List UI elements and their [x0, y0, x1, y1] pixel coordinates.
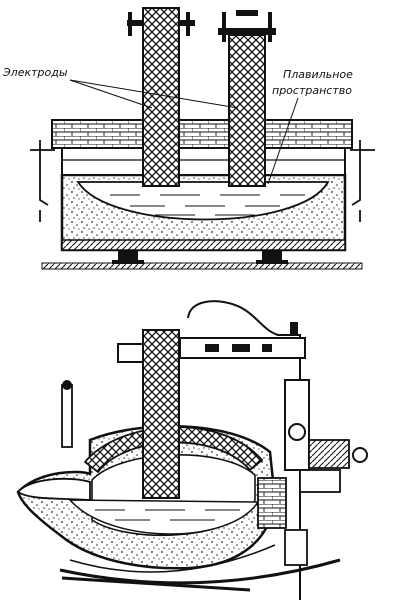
melt-bath	[68, 499, 260, 535]
electrode-right	[228, 34, 266, 187]
cradle-arc	[69, 544, 276, 573]
tilt-post	[284, 529, 308, 566]
handwheel	[352, 447, 368, 463]
mast-outline	[187, 300, 301, 600]
left-post-knob	[62, 380, 72, 390]
pouring-spout	[16, 477, 91, 501]
bottom-section	[16, 300, 368, 600]
leader-lines	[69, 79, 299, 185]
melt-lines	[110, 194, 305, 216]
side-clamps	[30, 140, 375, 222]
drive-unit	[299, 469, 341, 493]
bath-bottom-layer	[61, 239, 346, 251]
arm-clamp	[117, 343, 144, 363]
melt-pool	[76, 181, 330, 221]
rocker-rail	[59, 558, 341, 585]
base-rail	[61, 576, 251, 592]
door-frame	[257, 477, 287, 529]
top-section: Электроды Плавильное пространство	[2, 7, 375, 270]
support-feet	[112, 250, 288, 264]
label-melting-space-2: пространство	[272, 84, 352, 97]
label-melting-space-1: Плавильное	[283, 68, 353, 81]
label-electrodes: Электроды	[2, 66, 68, 79]
electrode-clamps	[127, 10, 276, 42]
floor-base	[41, 262, 363, 270]
left-post	[61, 384, 73, 448]
vessel-roof	[83, 426, 264, 474]
roof-brick	[51, 119, 353, 149]
arm-details	[205, 322, 298, 352]
electrode-bottom	[142, 329, 180, 499]
motor-box	[308, 439, 350, 469]
bath-lines	[95, 509, 240, 521]
roof-frame	[61, 147, 346, 176]
column-wheel	[288, 423, 306, 441]
